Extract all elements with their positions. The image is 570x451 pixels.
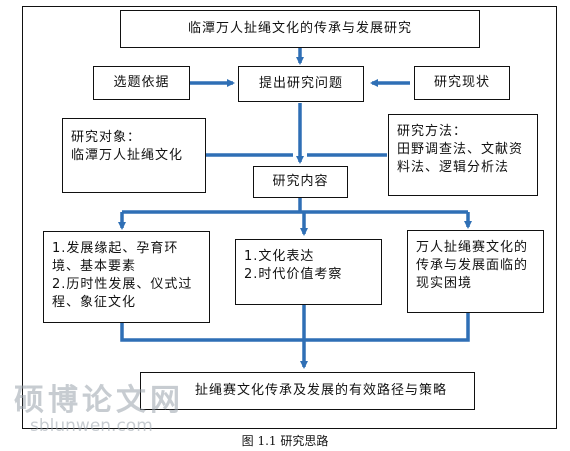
- sub2-box: 1.文化表达 2.时代价值考察: [235, 239, 382, 305]
- watermark-en: sblunwen.com: [30, 416, 153, 436]
- content-box: 研究内容: [253, 166, 348, 198]
- bottom-box: 扯绳赛文化传承及发展的有效路径与策略: [140, 372, 475, 410]
- object-box: 研究对象： 临潭万人扯绳文化: [62, 118, 206, 193]
- status-box: 研究现状: [414, 66, 510, 100]
- method-box: 研究方法： 田野调查法、文献资料法、逻辑分析法: [388, 114, 538, 196]
- watermark-cn: 硕博论文网: [14, 383, 184, 418]
- basis-box: 选题依据: [93, 66, 190, 100]
- sub1-box: 1.发展缘起、孕育环境、基本要素 2.历时性发展、仪式过程、象征文化: [43, 231, 210, 323]
- question-box: 提出研究问题: [238, 66, 364, 102]
- arrow-merge-bar: [120, 312, 470, 342]
- diagram-frame: [22, 6, 557, 429]
- title-box: 临潭万人扯绳文化的传承与发展研究: [120, 10, 480, 48]
- figure-caption: 图 1.1 研究思路: [241, 434, 329, 448]
- sub3-box: 万人扯绳赛文化的传承与发展面临的现实困境: [407, 230, 544, 313]
